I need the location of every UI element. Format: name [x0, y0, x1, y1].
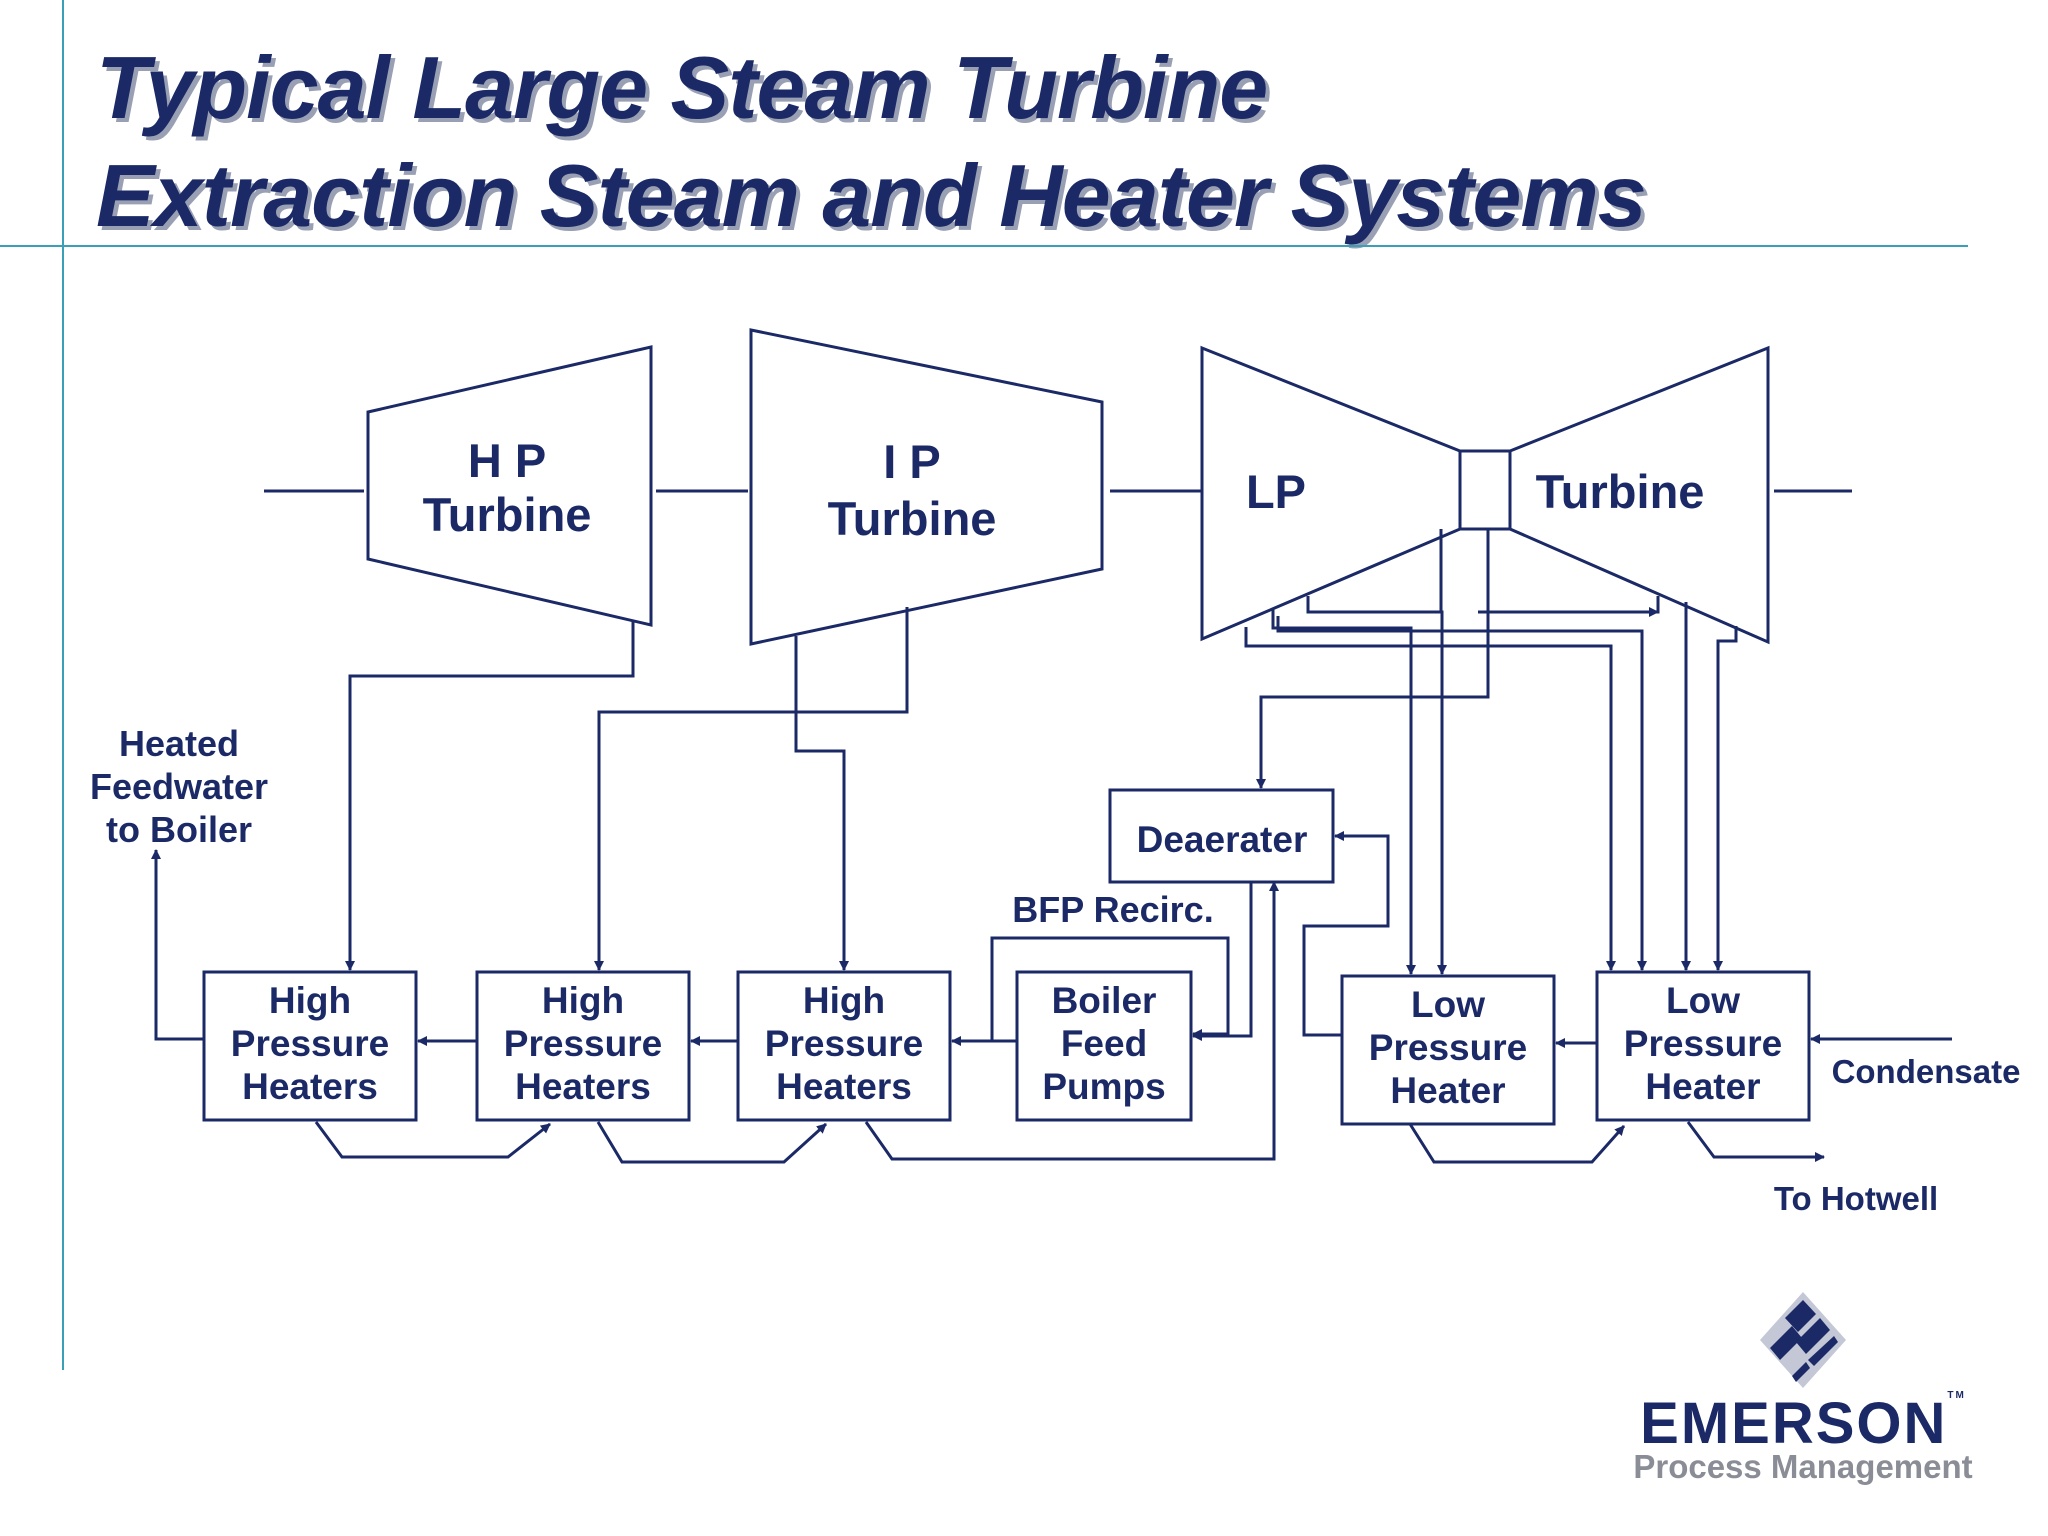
lp-heater-1	[1340, 974, 1556, 1126]
hp-heater-2-label: Heaters	[515, 1066, 651, 1107]
feedwater-to-boiler-line	[151, 849, 204, 1041]
condensate-label: Condensate	[1832, 1053, 2021, 1090]
emerson-logo: EMERSONTM Process Management	[1628, 1290, 1978, 1490]
title-line-2: Extraction Steam and Heater Systems	[96, 146, 1647, 245]
heated-feedwater-label: to Boiler	[106, 809, 252, 850]
lp-heater-2-label: Low	[1666, 980, 1740, 1021]
emerson-subtitle: Process Management	[1633, 1448, 1973, 1485]
lp-heater-1-label: Pressure	[1369, 1027, 1527, 1068]
deaerater	[1108, 788, 1335, 884]
lp-heater-2-label: Heater	[1645, 1066, 1760, 1107]
hp-turbine-label-2: Turbine	[423, 488, 592, 541]
lp-turbine-label-left: LP	[1246, 465, 1306, 518]
emerson-name: EMERSON	[1640, 1391, 1948, 1456]
bfp-label: Pumps	[1042, 1066, 1165, 1107]
ip-turbine-label-1: I P	[883, 435, 940, 488]
drain-to-hotwell-line	[1686, 1121, 1825, 1162]
heated-feedwater-label: Feedwater	[90, 766, 268, 807]
hp-turbine-label-1: H P	[468, 434, 546, 487]
heated-feedwater-label: Heated	[119, 723, 239, 764]
feedwater-line	[1302, 831, 1390, 1037]
ip-turbine-label-2: Turbine	[828, 492, 997, 545]
bfp-label: Boiler	[1052, 980, 1157, 1021]
drain-line	[314, 1121, 551, 1159]
extraction-line	[1306, 596, 1442, 614]
bfp-label: Feed	[1061, 1023, 1147, 1064]
drain-line	[1408, 1123, 1626, 1164]
drain-line	[596, 1121, 828, 1164]
vertical-rule	[62, 0, 64, 1370]
drain-line	[864, 881, 1279, 1161]
emerson-wordmark: EMERSONTM	[1628, 1390, 1978, 1457]
slide-title: Typical Large Steam Turbine Extraction S…	[96, 34, 1647, 250]
feedwater-line	[1192, 882, 1253, 1041]
lp-heater-1-label: Heater	[1390, 1070, 1505, 1111]
extraction-line	[1437, 529, 1447, 975]
deaerater-label: Deaerater	[1137, 819, 1308, 860]
hp-heater-1-label: Pressure	[231, 1023, 389, 1064]
extraction-line	[794, 636, 849, 971]
extraction-line	[1713, 626, 1738, 971]
to-hotwell-label: To Hotwell	[1774, 1180, 1938, 1217]
ip-turbine	[749, 328, 1104, 646]
trademark: TM	[1947, 1390, 1966, 1401]
extraction-line	[1271, 609, 1416, 975]
hp-heater-3-label: High	[803, 980, 885, 1021]
bfp-recirc-label: BFP Recirc.	[1012, 889, 1213, 930]
hp-heater-1	[202, 970, 418, 1122]
boiler-feed-pumps	[1015, 970, 1193, 1122]
lp-heater-2	[1595, 970, 1811, 1122]
lp-heater-1-label: Low	[1411, 984, 1485, 1025]
hp-heater-3	[736, 970, 952, 1122]
extraction-line	[345, 620, 635, 971]
lp-turbine-label-right: Turbine	[1536, 465, 1705, 518]
hp-heater-2-label: High	[542, 980, 624, 1021]
extraction-line	[1276, 616, 1647, 971]
extraction-line	[1256, 529, 1490, 789]
extraction-line	[1244, 627, 1616, 971]
hp-heater-1-label: High	[269, 980, 351, 1021]
extraction-line	[1478, 598, 1660, 614]
bfp-recirc-line	[990, 936, 1230, 1041]
lp-heater-2-label: Pressure	[1624, 1023, 1782, 1064]
lp-turbine-left	[1200, 345, 1462, 642]
extraction-line	[594, 607, 909, 971]
lp-turbine-right	[1508, 345, 1770, 645]
lp-turbine-core	[1458, 449, 1512, 531]
title-line-1: Typical Large Steam Turbine	[96, 38, 1268, 137]
hp-heater-2	[475, 970, 691, 1122]
hp-heater-3-label: Heaters	[776, 1066, 912, 1107]
hp-turbine	[366, 345, 653, 627]
hp-heater-2-label: Pressure	[504, 1023, 662, 1064]
hp-heater-3-label: Pressure	[765, 1023, 923, 1064]
hp-heater-1-label: Heaters	[242, 1066, 378, 1107]
emerson-diamond-icon	[1760, 1292, 1846, 1388]
horizontal-rule	[0, 245, 1968, 247]
